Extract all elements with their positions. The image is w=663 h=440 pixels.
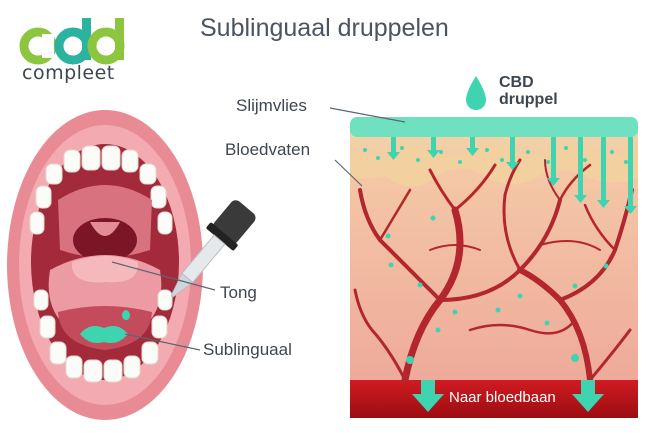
throat: [73, 218, 137, 262]
bloodstream-arrow-left: [412, 380, 444, 412]
cbd-drop-icon: [466, 76, 486, 110]
bloodstream-arrow-right: [572, 380, 604, 412]
tong-label: Tong: [220, 283, 257, 302]
open-mouth: [7, 110, 203, 420]
cbd-drop-label: CBD druppel: [499, 74, 558, 108]
sublinguaal-label: Sublinguaal: [203, 340, 292, 359]
brand-logo: [18, 14, 128, 94]
bloedvaten-pointer: [334, 159, 363, 187]
cbd-puddle: [80, 326, 128, 343]
bloedvaten-label: Bloedvaten: [225, 140, 311, 159]
tong-pointer: [111, 261, 216, 291]
cbd-particles: [363, 146, 628, 364]
diffusion-arrows: [387, 137, 637, 214]
mucosa-layer: [350, 117, 638, 137]
logo-wordmark: compleet: [22, 62, 115, 84]
tissue-cross-section: [350, 117, 638, 418]
cbd-logo-icon: [19, 18, 125, 65]
lower-teeth: [33, 289, 173, 383]
bloodstream-label: Naar bloedbaan: [449, 389, 556, 406]
blood-vessels: [353, 158, 634, 384]
falling-drop: [122, 310, 130, 320]
upper-teeth: [29, 145, 173, 235]
dropper: [122, 200, 256, 320]
sublinguaal-pointer: [124, 333, 201, 351]
slijmvlies-pointer: [329, 107, 406, 123]
page-title: Sublinguaal druppelen: [200, 14, 449, 42]
slijmvlies-label: Slijmvlies: [236, 96, 307, 115]
